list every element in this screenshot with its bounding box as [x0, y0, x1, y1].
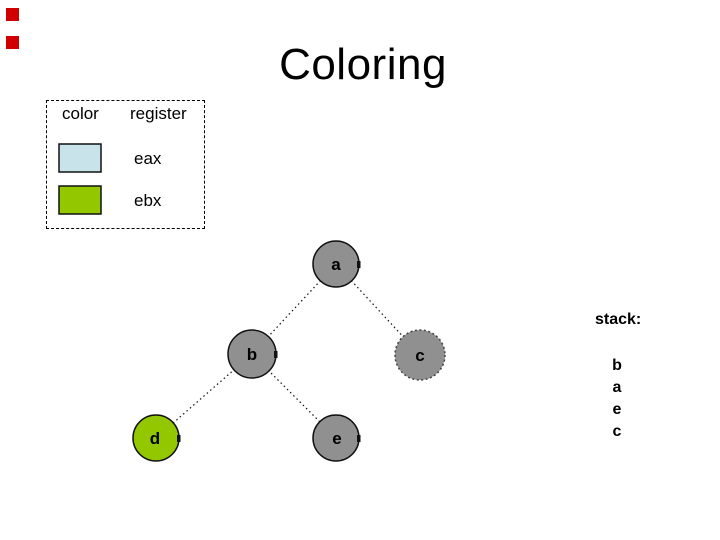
red-square-bullet-icon — [6, 8, 19, 21]
graph-node-e: e — [312, 414, 361, 462]
edge-b-d — [155, 353, 253, 439]
stack-items: b a e c — [604, 355, 630, 443]
red-square-bullet-icon — [6, 36, 19, 49]
legend-header-register: register — [130, 104, 187, 123]
node-label-a: a — [331, 255, 341, 274]
stack-item: e — [612, 401, 622, 418]
node-handle-tick — [357, 261, 361, 268]
node-label-e: e — [332, 429, 341, 448]
stack-label: stack: — [595, 311, 642, 328]
node-handle-tick — [177, 435, 181, 442]
stack-item: a — [612, 379, 622, 396]
color-register-legend: color register eax ebx — [46, 100, 205, 229]
slide-title: Coloring — [279, 40, 447, 89]
node-label-d: d — [150, 429, 160, 448]
graph-node-c: c — [394, 329, 446, 381]
legend-header-color: color — [62, 104, 99, 123]
edge-b-e — [251, 353, 337, 439]
color-swatch-ebx — [58, 185, 102, 215]
node-label-b: b — [247, 345, 257, 364]
graph-node-a: a — [312, 240, 361, 288]
color-swatch-eax — [58, 143, 102, 173]
graph-node-d: d — [132, 414, 181, 462]
legend-register-ebx: ebx — [134, 191, 162, 210]
node-label-c: c — [415, 346, 424, 365]
stack-item: b — [612, 357, 622, 374]
stack-item: c — [612, 423, 622, 440]
legend-register-eax: eax — [134, 149, 162, 168]
node-handle-tick — [274, 351, 278, 358]
graph-node-b: b — [227, 329, 278, 379]
node-handle-tick — [357, 435, 361, 442]
